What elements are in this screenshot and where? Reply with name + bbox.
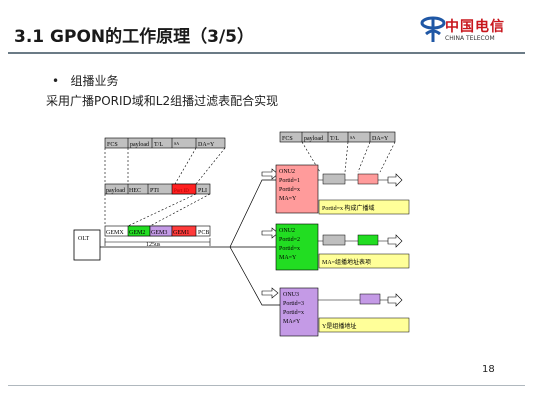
onu-line: ONU2 xyxy=(279,228,295,234)
arrow-icon xyxy=(261,287,279,299)
gem-slot: GEM1 xyxy=(173,230,189,236)
gem-field: payload xyxy=(106,188,125,194)
arrow-icon xyxy=(387,173,403,187)
onu-line: Portid=x xyxy=(283,310,304,316)
logo-text-cn: 中国电信 xyxy=(445,19,505,35)
onu-3: ONU3 Portid=3 Portid=x MA≠Y Y是组播地址 xyxy=(279,287,410,337)
page-title: 3.1 GPON的工作原理（3/5） xyxy=(14,27,254,47)
china-telecom-logo xyxy=(420,14,520,48)
onu-note: MA=组播地址表项 xyxy=(322,258,371,266)
frame-top-field: DA=Y xyxy=(198,142,215,148)
gem-slot: GEM2 xyxy=(129,230,145,236)
onu-note-box xyxy=(318,317,410,333)
gem-field: PLI xyxy=(198,188,207,194)
onu-note: Portid=x 构成广播域 xyxy=(322,204,375,212)
onu-2: ONU2 Portid=2 Portid=x MA=Y MA=组播地址表项 xyxy=(275,223,410,271)
frame-right-field: DA=Y xyxy=(372,136,389,142)
ethernet-frame-top: FCS payload T/L SA DA=Y xyxy=(104,137,226,149)
onu-line: MA≠Y xyxy=(283,319,301,325)
gem-header-frame: payload HEC PTI Port ID PLI xyxy=(104,183,211,195)
logo-text-en: CHINA TELECOM xyxy=(445,35,495,42)
ethernet-frame-right: FCS payload T/L SA DA=Y xyxy=(279,131,396,143)
onu-line: Portid=x xyxy=(279,246,300,252)
onu-line: ONU2 xyxy=(279,169,295,175)
onu-1: ONU2 Portid=1 Portid=x MA=Y Portid=x 构成广… xyxy=(275,164,410,215)
gem-field: Port ID xyxy=(174,189,189,194)
onu-line: Portid=3 xyxy=(283,301,304,307)
onu-line: Portid=1 xyxy=(279,178,300,184)
onu-line: MA=Y xyxy=(279,196,297,202)
onu-note: Y是组播地址 xyxy=(322,322,356,330)
frame-right-field: SA xyxy=(350,135,355,140)
arrow-icon xyxy=(387,293,403,307)
onu-line: Portid=x xyxy=(279,187,300,193)
onu-line: ONU3 xyxy=(283,292,299,298)
frame-right-field: FCS xyxy=(282,136,293,142)
frame-right-field: T/L xyxy=(330,136,339,142)
frame-top-field: payload xyxy=(130,142,149,148)
arrow-icon xyxy=(261,168,279,180)
olt-label: OLT xyxy=(78,236,89,242)
gem-slot: PCB xyxy=(198,230,209,236)
onu-line: Portid=2 xyxy=(279,237,300,243)
gem-field: HEC xyxy=(129,188,141,194)
frame-top-field: T/L xyxy=(154,142,163,148)
arrow-icon xyxy=(387,234,403,248)
downstream-gem-stream: GEMX GEM2 GEM3 GEM1 PCB xyxy=(104,225,211,237)
onu-note-box xyxy=(318,253,410,269)
onu-note-box xyxy=(318,199,410,215)
onu-line: MA=Y xyxy=(279,255,297,261)
arrow-icon xyxy=(261,227,279,239)
timing-label: 125us xyxy=(146,242,161,248)
telecom-emblem-icon xyxy=(420,16,446,42)
header-divider xyxy=(8,52,525,54)
subtitle-text: 采用广播PORID域和L2组播过滤表配合实现 xyxy=(46,94,279,108)
footer-divider xyxy=(8,385,525,386)
bullet-text: 组播业务 xyxy=(70,74,119,88)
frame-top-field: SA xyxy=(174,141,179,146)
gem-slot: GEM3 xyxy=(151,230,167,236)
gem-slot: GEMX xyxy=(106,230,124,236)
frame-right-field: payload xyxy=(304,136,323,142)
olt-box xyxy=(73,229,101,261)
bullet-item: • 组播业务 xyxy=(52,74,119,88)
page-number: 18 xyxy=(482,364,495,375)
frame-top-field: FCS xyxy=(107,142,118,148)
gem-field: PTI xyxy=(150,188,159,194)
